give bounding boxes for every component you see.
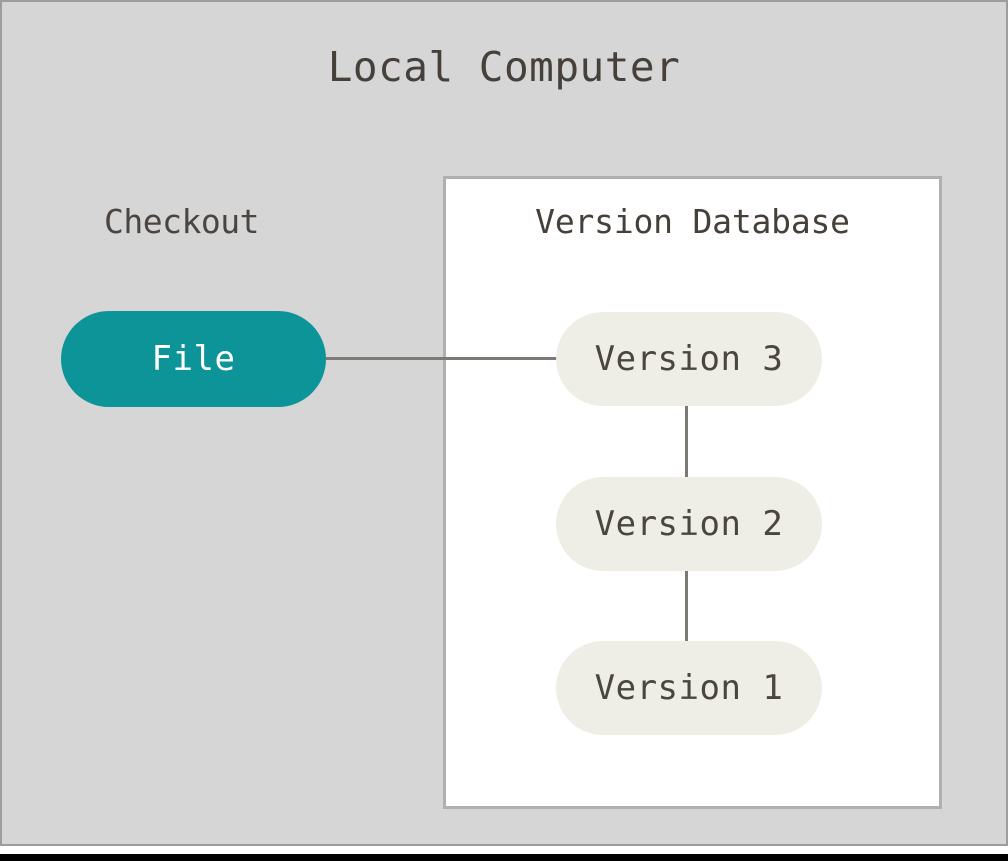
version-node-1-label: Version 1 [594,668,784,708]
edge-file-to-version-3 [326,357,558,360]
edge-version-3-to-version-2 [685,404,688,479]
edge-version-2-to-version-1 [685,569,688,643]
diagram-title: Local Computer [327,43,681,91]
checkout-label: Checkout [104,202,259,241]
bottom-black-bar [0,854,1008,861]
version-node-3-label: Version 3 [594,339,784,379]
version-node-1[interactable]: Version 1 [556,641,822,735]
version-node-2-label: Version 2 [594,504,784,544]
file-node[interactable]: File [61,311,326,407]
version-node-2[interactable]: Version 2 [556,477,822,571]
version-node-3[interactable]: Version 3 [556,312,822,406]
file-node-label: File [151,339,236,379]
version-database-label: Version Database [535,202,850,241]
